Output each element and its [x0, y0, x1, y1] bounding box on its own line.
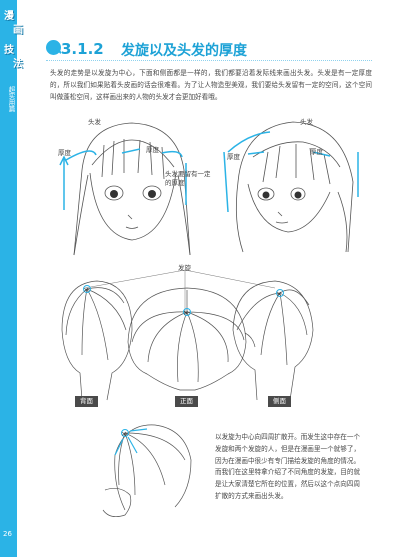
logo-char-3: 技: [4, 45, 14, 56]
label-whorl: 发旋: [178, 264, 191, 272]
label-thickness-right: 厚度: [146, 146, 159, 154]
svg-text:×: ×: [121, 430, 127, 438]
logo-char-4: 法: [13, 59, 23, 70]
whorl-pointer-lines: [85, 269, 276, 313]
label-thickness-side-right: 厚度: [310, 148, 323, 156]
magnifier-icon: [46, 40, 61, 55]
label-hair-side: 头发: [300, 118, 313, 126]
caption-side: 侧面: [268, 396, 291, 407]
head-front-illustration: ×: [127, 287, 247, 391]
section-title: 发旋以及头发的厚度: [121, 43, 247, 59]
label-keep-thickness: 头发要留有一定 的厚度: [165, 170, 211, 187]
logo-char-1: 漫: [4, 11, 14, 22]
logo-char-2: 画: [13, 25, 23, 36]
page-number: 26: [3, 530, 12, 538]
front-face-illustration: [59, 122, 191, 256]
head-back-illustration: ×: [61, 280, 133, 401]
svg-text:×: ×: [276, 290, 282, 298]
header-divider: [46, 60, 372, 61]
book-logo: 漫 画 技 法: [1, 8, 27, 86]
section-number: 3.1.2: [61, 40, 104, 58]
head-side-illustration: ×: [232, 280, 314, 401]
label-hair-front: 头发: [88, 118, 101, 126]
whorl-hand-illustration: ×: [102, 424, 192, 517]
svg-text:×: ×: [183, 309, 189, 317]
svg-text:×: ×: [83, 286, 89, 294]
whorl-explanation: 以发旋为中心向四周扩散开。而发生这中存在一个发旋和两个发旋的人，但是在漫画里一个…: [215, 433, 361, 500]
side-face-illustration: [223, 121, 359, 253]
caption-back: 背面: [75, 396, 98, 407]
sidebar: [0, 0, 17, 557]
caption-front: 正面: [175, 396, 198, 407]
intro-paragraph: 头发的走势是以发旋为中心，下面和侧面都是一样的，我们都要沿着发际线来画出头发。头…: [50, 69, 372, 101]
label-thickness-side-left: 厚度: [227, 153, 240, 161]
label-thickness-left: 厚度: [58, 149, 71, 157]
book-subtitle: 超实用篇: [7, 86, 15, 112]
